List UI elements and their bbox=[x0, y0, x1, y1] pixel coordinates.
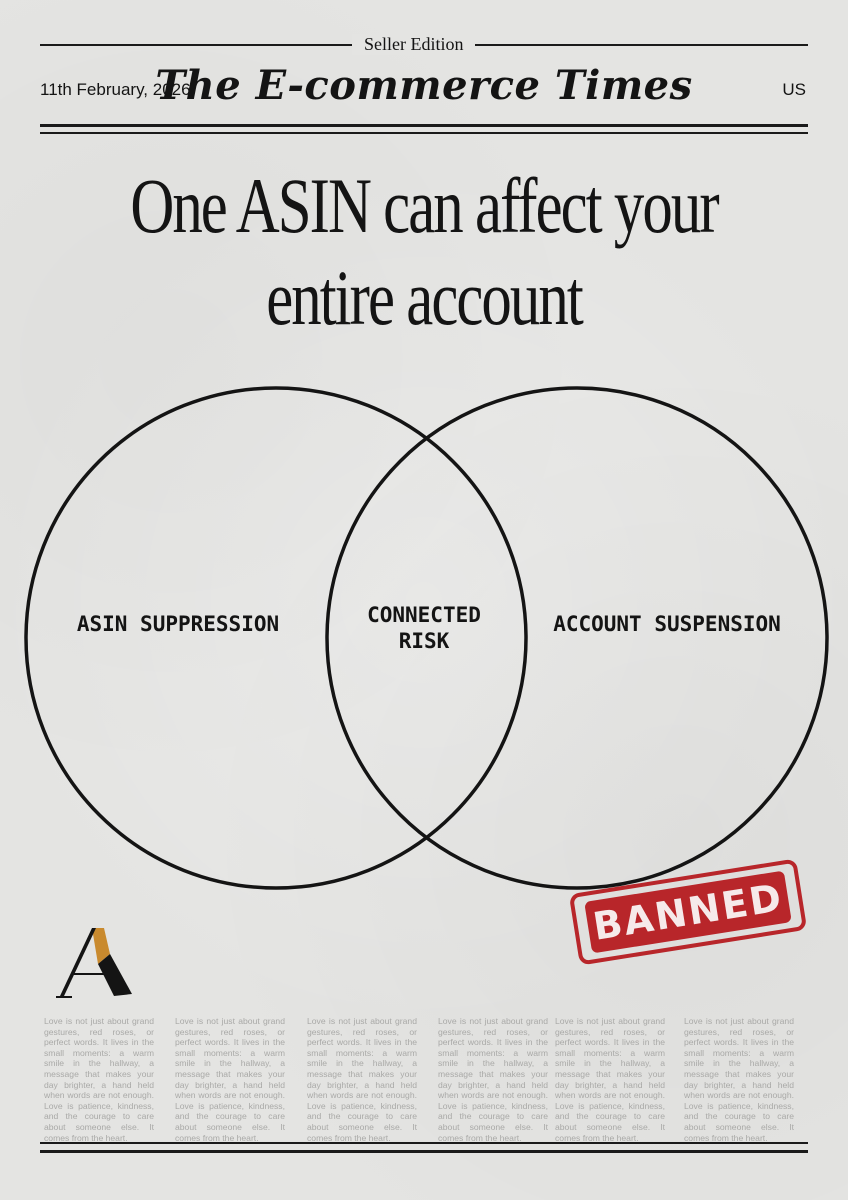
venn-circle-left bbox=[24, 386, 528, 890]
filler-column-2: Love is not just about grand gestures, r… bbox=[175, 1016, 285, 1143]
headline-line-1: One ASIN can affect your bbox=[130, 162, 719, 249]
filler-column-5: Love is not just about grand gestures, r… bbox=[555, 1016, 665, 1143]
masthead-rule-thick bbox=[40, 124, 808, 127]
filler-column-1: Love is not just about grand gestures, r… bbox=[44, 1016, 154, 1143]
letter-a-logo-icon bbox=[56, 928, 132, 998]
filler-column-3: Love is not just about grand gestures, r… bbox=[307, 1016, 417, 1143]
venn-label-center-line-2: RISK bbox=[398, 629, 450, 653]
headline-line-2: entire account bbox=[266, 254, 584, 341]
filler-column-6: Love is not just about grand gestures, r… bbox=[684, 1016, 794, 1143]
edition-label: Seller Edition bbox=[352, 34, 476, 55]
venn-circle-right bbox=[325, 386, 829, 890]
venn-label-left: ASIN SUPPRESSION bbox=[76, 612, 280, 636]
edition-country: US bbox=[782, 80, 806, 99]
venn-label-right: ACCOUNT SUSPENSION bbox=[553, 612, 781, 636]
bottom-rule-thin bbox=[40, 1142, 808, 1144]
bottom-rule-thick bbox=[40, 1150, 808, 1153]
filler-column-4: Love is not just about grand gestures, r… bbox=[438, 1016, 548, 1143]
venn-label-center-line-1: CONNECTED bbox=[367, 603, 481, 627]
headline: One ASIN can affect your entire account bbox=[93, 160, 754, 344]
issue-date: 11th February, 2026 bbox=[40, 80, 191, 99]
venn-label-center: CONNECTED RISK bbox=[334, 602, 514, 654]
masthead-rule-thin bbox=[40, 132, 808, 134]
newspaper-title: The E-commerce Times bbox=[155, 62, 693, 109]
